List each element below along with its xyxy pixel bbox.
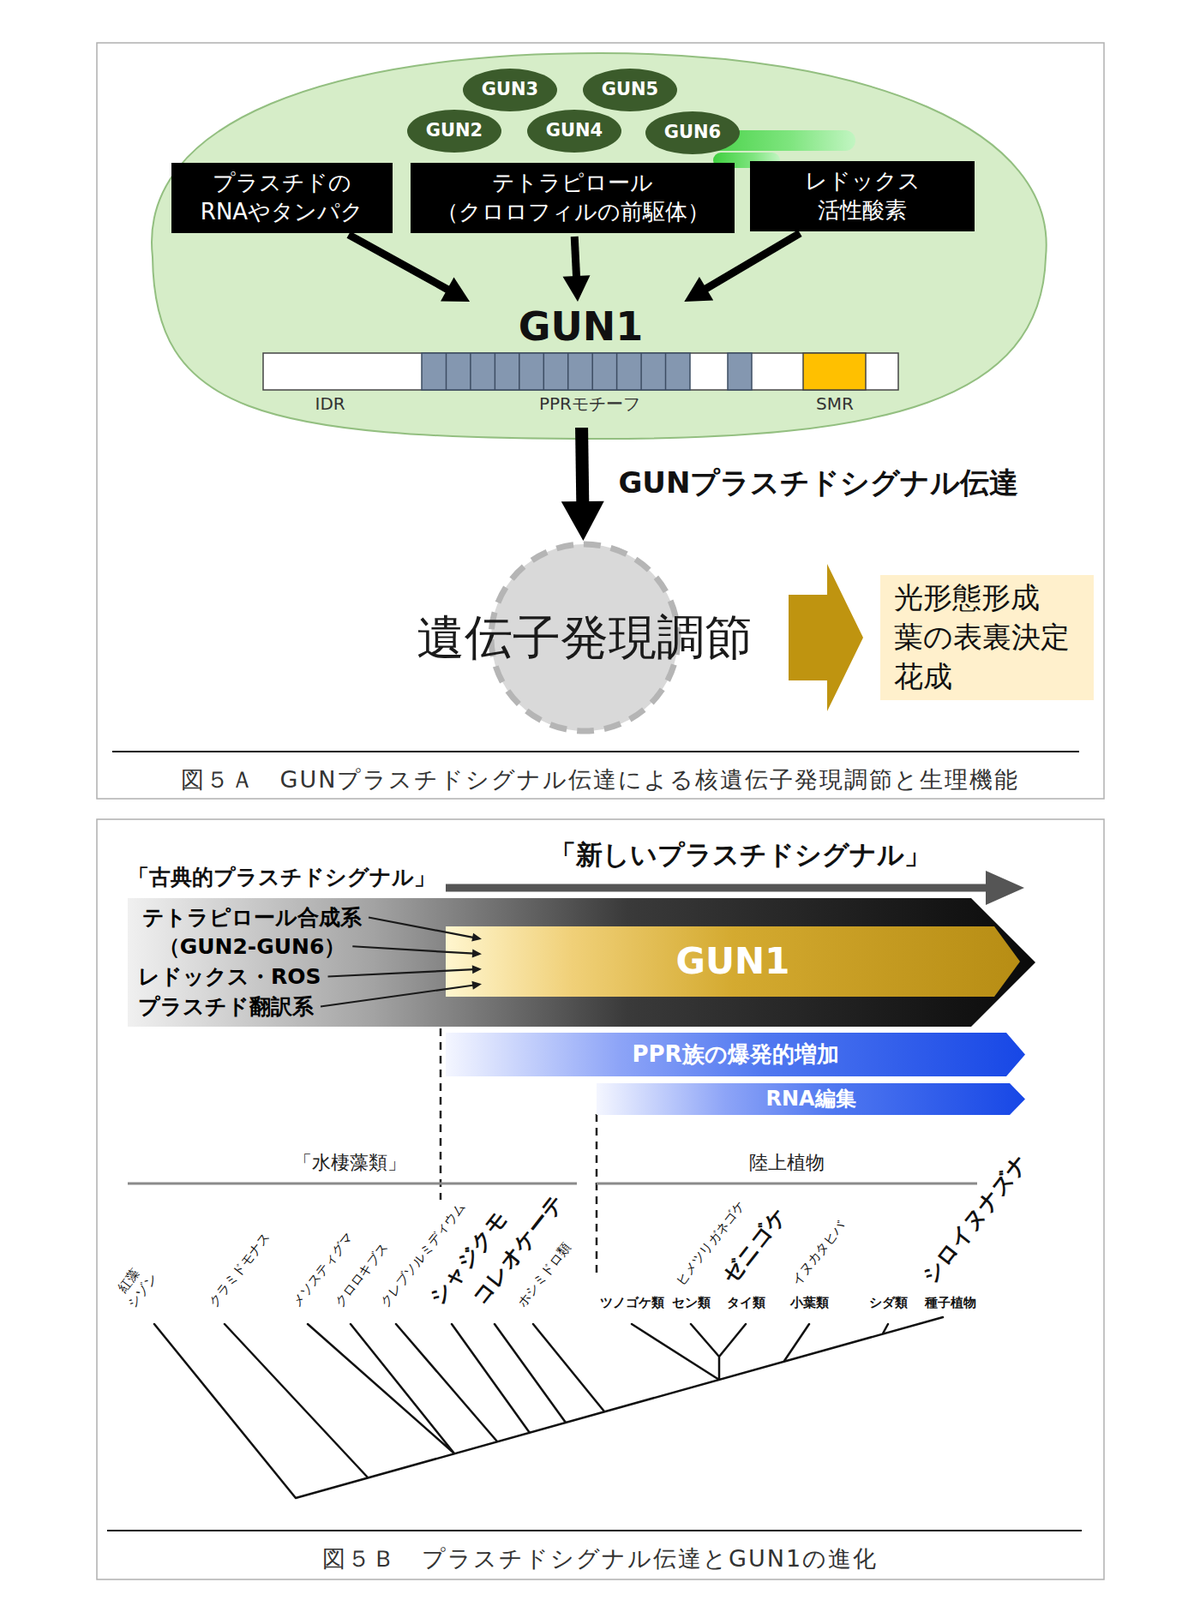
smr-domain (803, 353, 866, 390)
signal-source-text: テトラピロール （クロロフィルの前駆体） (436, 168, 710, 228)
arrow-outline (445, 926, 1020, 997)
protein-domain-bar (263, 353, 899, 390)
signal-source-box: レドックス 活性酸素 (750, 161, 975, 232)
group-line (596, 1182, 978, 1186)
clade-label: タイ類 (726, 1295, 766, 1313)
connector-arrow (348, 234, 470, 302)
signal-source-box: プラスチドの RNAやタンパク (171, 162, 393, 234)
arrow-outline (445, 1032, 1026, 1077)
gun1-arrow: GUN1 (445, 926, 1020, 997)
connector-arrow (684, 233, 800, 302)
gun-protein-ellipse: GUN6 (645, 111, 740, 155)
gene-name: GUN2 (426, 120, 483, 142)
gun-protein-ellipse: GUN4 (527, 109, 622, 153)
gene-name: GUN3 (481, 78, 539, 101)
gun-protein-ellipse: GUN2 (407, 109, 502, 153)
box-outline (880, 575, 1094, 701)
clade-label: セン類 (672, 1295, 711, 1313)
time-arrow-head (985, 870, 1025, 906)
caption-rule (112, 750, 1080, 753)
gene-name: GUN5 (601, 78, 659, 101)
gene-name: GUN6 (664, 121, 721, 144)
chloroplast-outline (151, 53, 1047, 439)
signal-source-text: プラスチドの RNAやタンパク (200, 168, 364, 228)
ellipse-outline (582, 68, 678, 112)
ellipse-outline (527, 109, 622, 153)
box-outline (171, 162, 393, 234)
arrow-outline (127, 898, 1036, 1027)
classic-signal-arrow: テトラピロール合成系 （GUN2-GUN6）レドックス・ROSプラスチド翻訳系 G… (127, 898, 1036, 1027)
ppr-motif-block (421, 353, 752, 390)
band-text: RNA編集 (765, 1086, 856, 1112)
gun-protein-ellipse: GUN5 (582, 68, 678, 112)
taxon-label: イヌカタヒバ (788, 1218, 850, 1290)
ellipse-outline (407, 109, 502, 153)
section-heading: 「新しいプラスチドシグナル」 (549, 837, 931, 872)
classic-signal-text: テトラピロール合成系 （GUN2-GUN6） (127, 903, 377, 962)
figure-caption: 図５Ｂ プラスチドシグナル伝達とGUN1の進化 (322, 1543, 878, 1574)
panel-frame (96, 42, 1104, 799)
block-arrow (788, 564, 864, 712)
dashed-marker (439, 1028, 443, 1200)
ppr-band: PPR族の爆発的増加 (445, 1032, 1026, 1077)
group-label: 陸上植物 (749, 1151, 825, 1176)
group-line (127, 1182, 577, 1186)
clade-label: ツノゴケ類 (600, 1295, 665, 1313)
ellipse-outline (645, 111, 740, 155)
arrow-outline (596, 1083, 1026, 1116)
phylogenetic-tree (154, 1317, 943, 1499)
model-species-label: シロイヌナズナ (916, 1149, 1035, 1290)
connector-arrow (788, 564, 864, 712)
figure-caption: 図５Ａ GUNプラスチドシグナル伝達による核遺伝子発現調節と生理機能 (180, 764, 1020, 795)
nucleus-text: 遺伝子発現調節 (416, 608, 753, 666)
taxon-label: 紅藻 シゾン (110, 1260, 161, 1312)
clade-label: シダ類 (869, 1295, 908, 1313)
signal-source-text: レドックス 活性酸素 (804, 167, 921, 226)
gun1-label: GUN1 (676, 940, 791, 984)
classic-signal-text: プラスチド翻訳系 (138, 992, 314, 1022)
function-text: 葉の表裏決定 (894, 618, 1070, 658)
arrow-line (348, 234, 450, 291)
arrow-head (563, 275, 591, 302)
time-arrow-line (445, 884, 990, 893)
function-box: 光形態形成葉の表裏決定花成 (880, 575, 1094, 701)
ppr-motif-dividers (446, 353, 666, 390)
edge-label: GUNプラスチドシグナル伝達 (618, 463, 1019, 502)
band-text: PPR族の爆発的増加 (631, 1041, 839, 1068)
gun-protein-ellipse: GUN3 (462, 68, 558, 112)
arrow-head (561, 501, 605, 541)
domain-label: SMR (816, 392, 854, 415)
box-outline (410, 162, 735, 234)
section-heading: 「古典的プラスチドシグナル」 (127, 864, 436, 893)
panel-frame (96, 819, 1104, 1580)
ellipse-outline (462, 68, 558, 112)
rna-editing-band: RNA編集 (596, 1083, 1026, 1116)
nucleus-circle: 遺伝子発現調節 (404, 540, 765, 735)
protein-name: GUN1 (263, 305, 899, 349)
function-text: 光形態形成 (894, 578, 1040, 618)
group-label: 「水棲藻類」 (293, 1151, 407, 1176)
domain-label: IDR (315, 392, 346, 415)
box-outline (750, 161, 975, 232)
signal-source-box: テトラピロール （クロロフィルの前駆体） (410, 162, 735, 234)
function-text: 花成 (894, 657, 953, 697)
clade-label: 種子植物 (924, 1295, 977, 1313)
domain-label: PPRモチーフ (539, 392, 641, 415)
classic-signal-text: レドックス・ROS (138, 962, 322, 992)
caption-rule (107, 1530, 1082, 1532)
connector-arrow (563, 236, 591, 302)
arrow-line (704, 233, 800, 290)
arrow-line (582, 427, 583, 504)
dashed-marker (595, 1114, 599, 1278)
clade-label: 小葉類 (790, 1295, 829, 1313)
taxon-label: クラミドモナス (205, 1230, 275, 1312)
connector-arrow (561, 427, 605, 541)
gene-name: GUN4 (546, 120, 603, 142)
arrow-line (574, 236, 576, 278)
